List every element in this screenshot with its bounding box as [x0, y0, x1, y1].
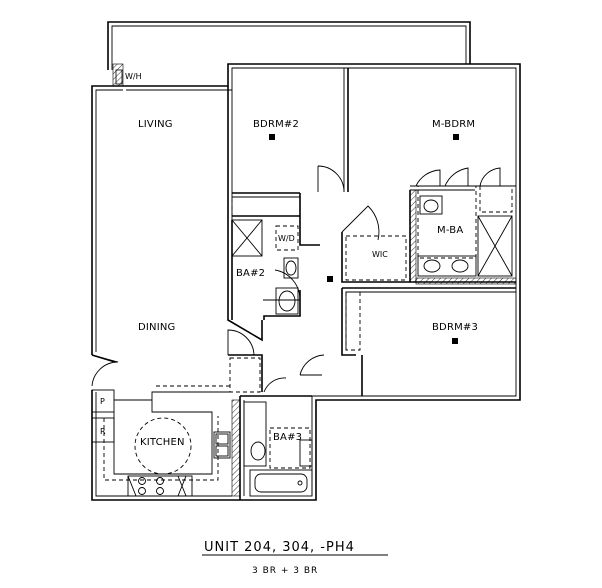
master-bath-fixtures [409, 189, 517, 285]
label-bedroom-3: BDRM#3 [432, 322, 478, 333]
unit-subtitle: 3 BR + 3 BR [252, 566, 318, 576]
label-dining: DINING [138, 322, 176, 333]
water-heater-closet [112, 63, 124, 87]
doors [91, 165, 501, 393]
label-master-bedroom: M-BDRM [432, 119, 475, 130]
label-pantry: P [100, 397, 105, 406]
kitchen-fixtures [91, 385, 232, 497]
label-bath-3: BA#3 [273, 432, 302, 443]
fixture-markers [269, 134, 459, 344]
balcony [107, 21, 471, 70]
laundry [231, 219, 299, 257]
bath3-fixtures [231, 399, 313, 497]
label-washer-dryer: W/D [278, 234, 295, 243]
label-living: LIVING [138, 119, 173, 130]
label-master-bath: M-BA [437, 225, 463, 236]
closets [229, 185, 513, 393]
bath2-fixtures [275, 257, 299, 315]
label-refrigerator: R [100, 427, 106, 436]
room-labels: LIVING DINING KITCHEN BDRM#2 M-BDRM M-BA… [100, 72, 478, 448]
label-kitchen: KITCHEN [140, 437, 185, 448]
label-water-heater: W/H [125, 72, 142, 81]
unit-title: UNIT 204, 304, -PH4 [204, 540, 355, 555]
title-block: UNIT 204, 304, -PH4 3 BR + 3 BR [202, 540, 388, 576]
label-bedroom-2: BDRM#2 [253, 119, 299, 130]
label-walk-in-closet: WIC [372, 250, 388, 259]
label-bath-2: BA#2 [236, 268, 265, 279]
